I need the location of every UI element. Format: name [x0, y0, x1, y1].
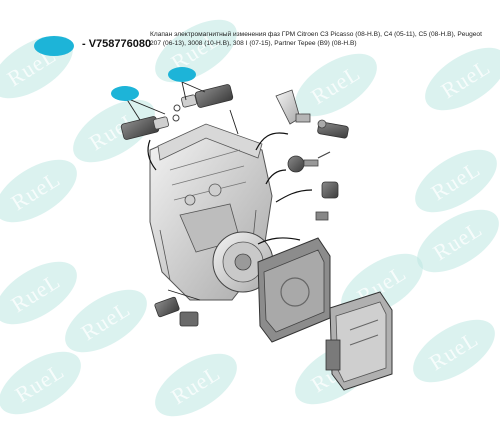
valve-callout-right [168, 67, 196, 82]
part-description: Клапан электромагнитный изменения фаз ГР… [150, 31, 482, 47]
temperature-sensor [315, 181, 339, 221]
engine-exploded-diagram [120, 81, 393, 391]
vvt-solenoid-valve-left [120, 114, 180, 140]
position-sensor [317, 119, 349, 139]
part-number: - V758776080 [82, 38, 152, 50]
vvt-solenoid-valve-right [173, 84, 234, 112]
sensor-bracket [275, 89, 311, 125]
knock-sensor [287, 151, 331, 173]
valve-callout-left [111, 86, 139, 101]
crankshaft-sensor [154, 289, 201, 327]
engine-control-unit [325, 291, 393, 391]
connection-arrows [147, 132, 313, 245]
ecu-bracket [257, 237, 331, 343]
diagram-canvas: RueL RueL RueL RueL RueL RueL RueL RueL … [0, 7, 500, 429]
diagram-header: - V758776080 Клапан электромагнитный изм… [30, 28, 490, 68]
part-badge [34, 36, 74, 56]
callout-leaders [125, 81, 239, 135]
